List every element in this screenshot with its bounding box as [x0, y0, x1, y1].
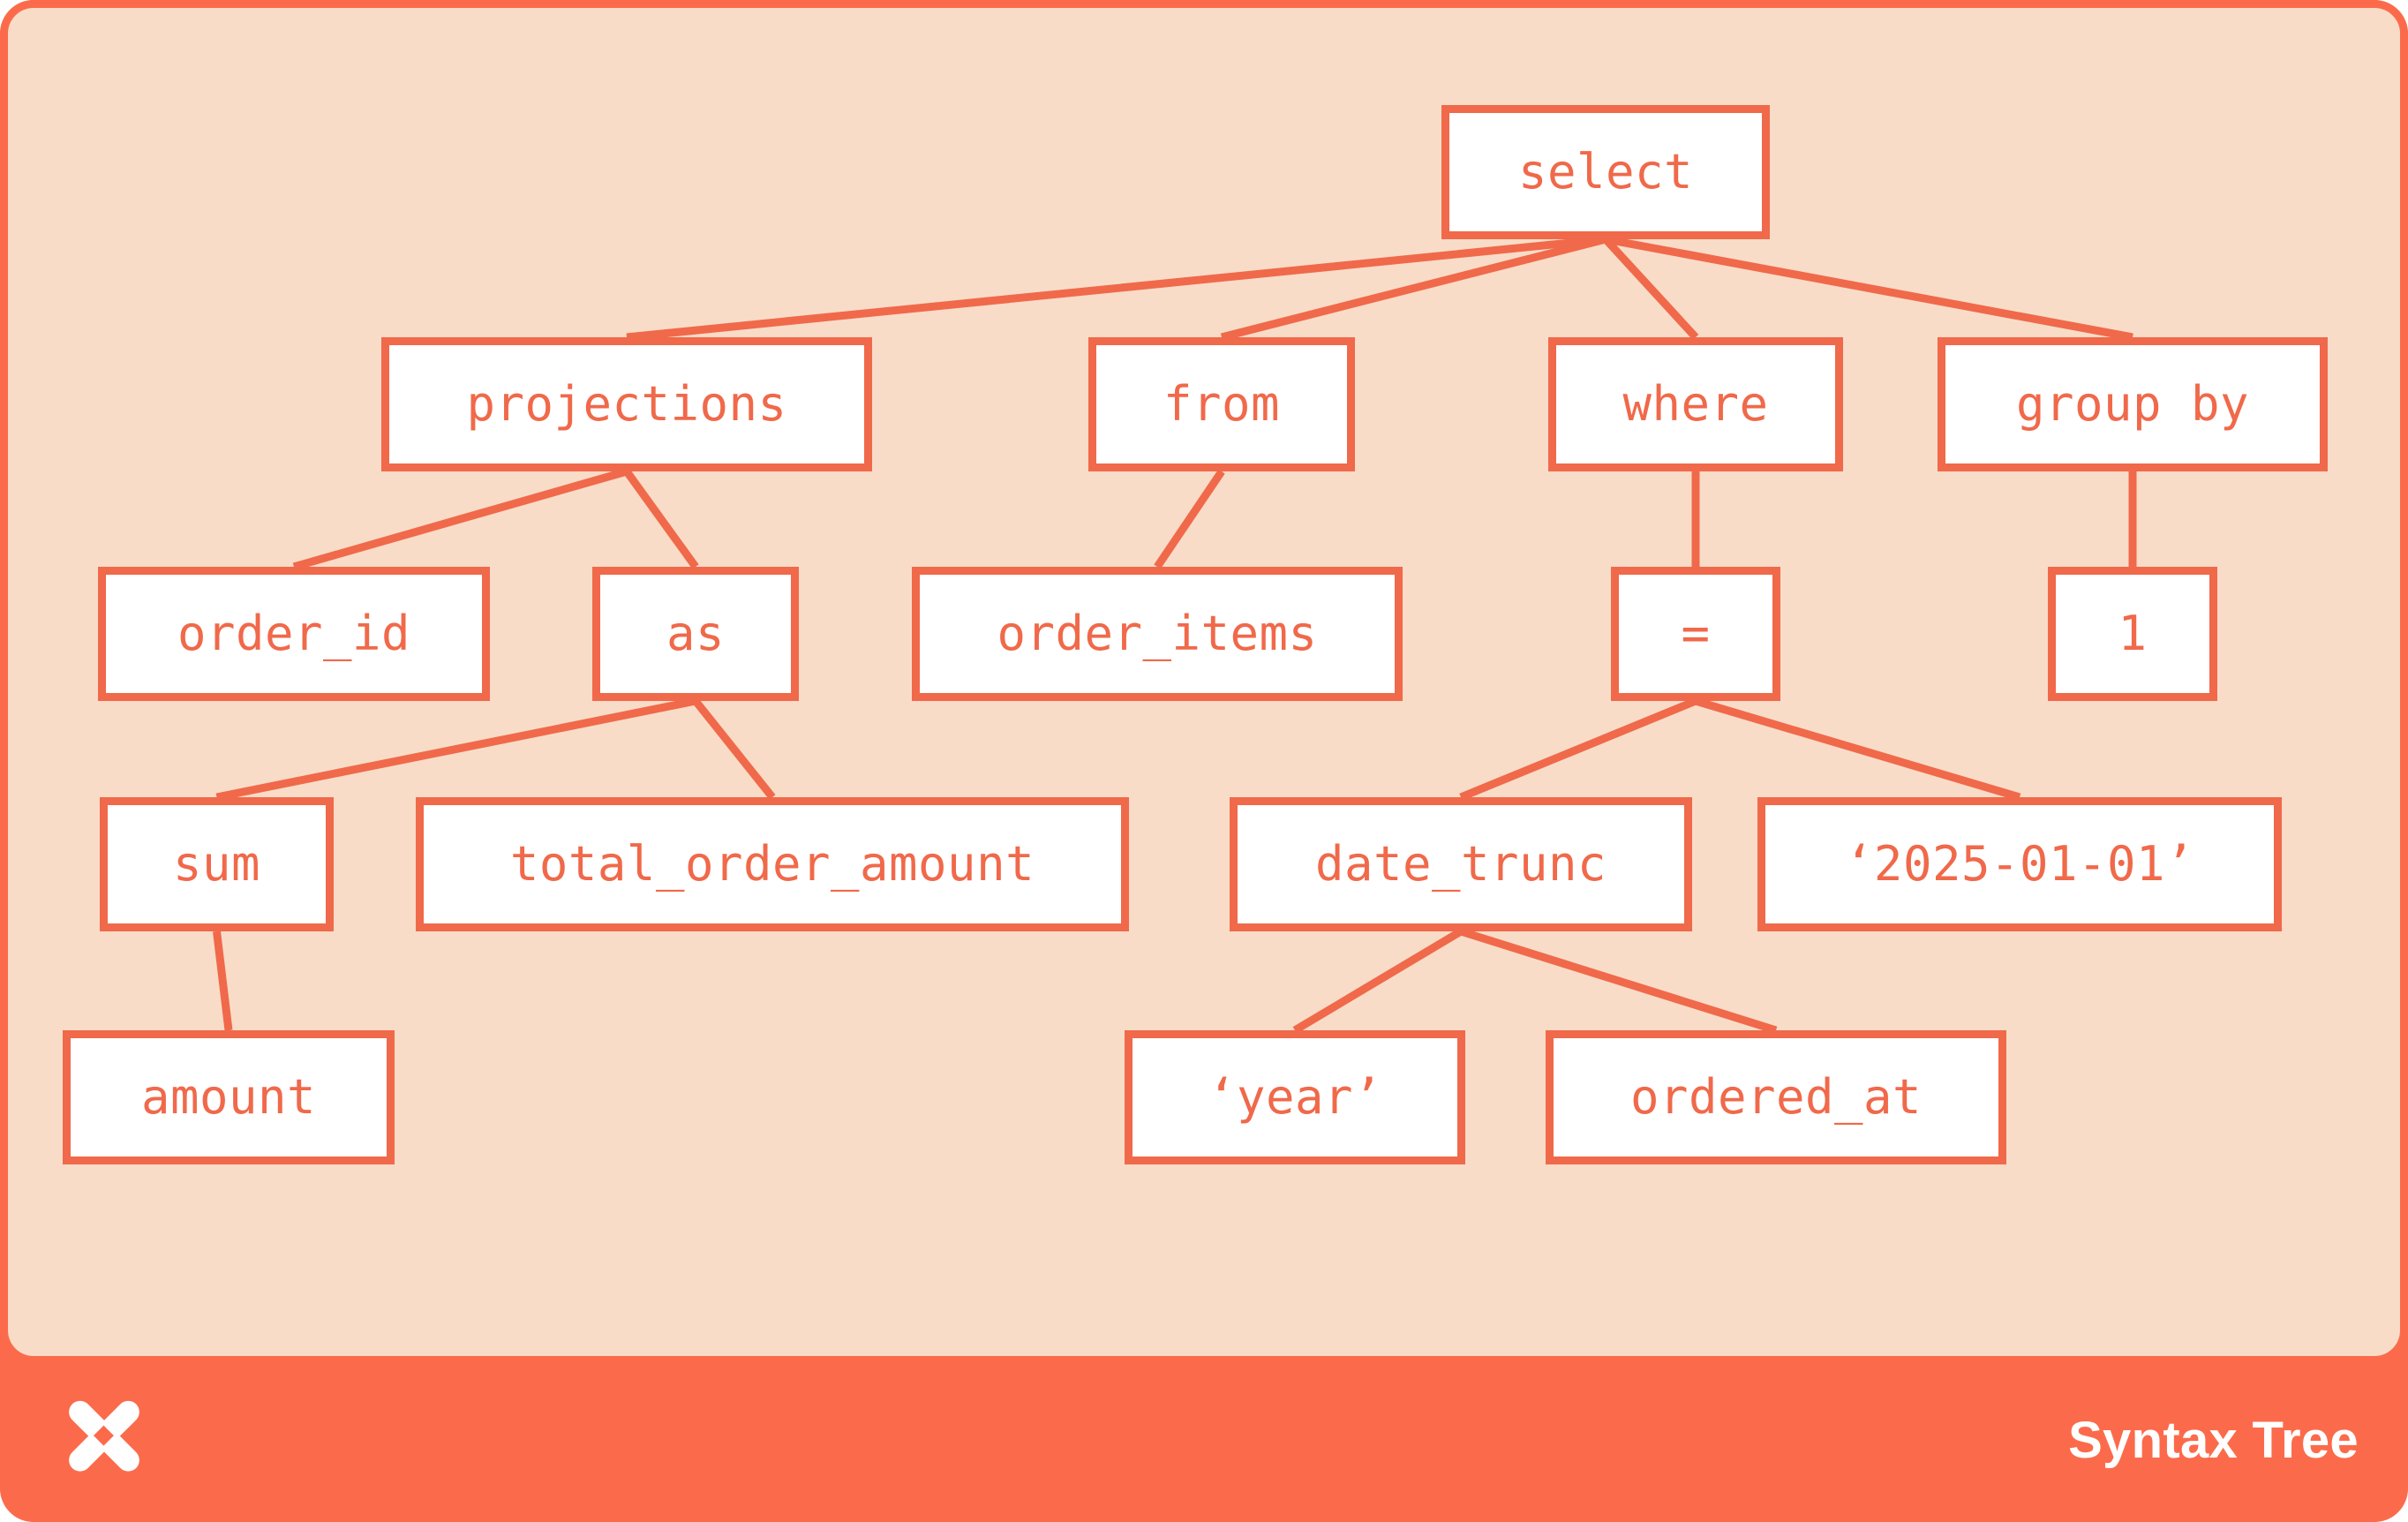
tree-node-as[interactable]: as [592, 567, 799, 701]
tree-node-date_literal[interactable]: ‘2025-01-01’ [1757, 797, 2282, 931]
diagram-canvas: select projections from where group by order_… [0, 0, 2408, 1364]
tree-node-where[interactable]: where [1548, 337, 1843, 471]
tree-node-date_trunc[interactable]: date_trunc [1230, 797, 1692, 931]
tree-node-total_order_amount[interactable]: total_order_amount [416, 797, 1129, 931]
tree-node-amount[interactable]: amount [63, 1030, 395, 1164]
tree-node-eq[interactable]: = [1611, 567, 1780, 701]
tree-node-group_by[interactable]: group by [1938, 337, 2328, 471]
tree-node-one[interactable]: 1 [2048, 567, 2217, 701]
footer-title: Syntax Tree [2068, 1411, 2359, 1469]
tree-node-projections[interactable]: projections [381, 337, 872, 471]
tree-node-select[interactable]: select [1441, 105, 1770, 239]
tree-node-order_id[interactable]: order_id [98, 567, 490, 701]
tree-node-year_literal[interactable]: ‘year’ [1125, 1030, 1465, 1164]
x-star-logo-icon [69, 1400, 139, 1472]
footer-bar: Syntax Tree [0, 1358, 2408, 1522]
tree-node-order_items[interactable]: order_items [912, 567, 1403, 701]
tree-node-from[interactable]: from [1088, 337, 1355, 471]
tree-node-ordered_at[interactable]: ordered_at [1546, 1030, 2006, 1164]
tree-nodes-layer: select projections from where group by order_… [8, 8, 2400, 1356]
tree-node-sum[interactable]: sum [100, 797, 334, 931]
